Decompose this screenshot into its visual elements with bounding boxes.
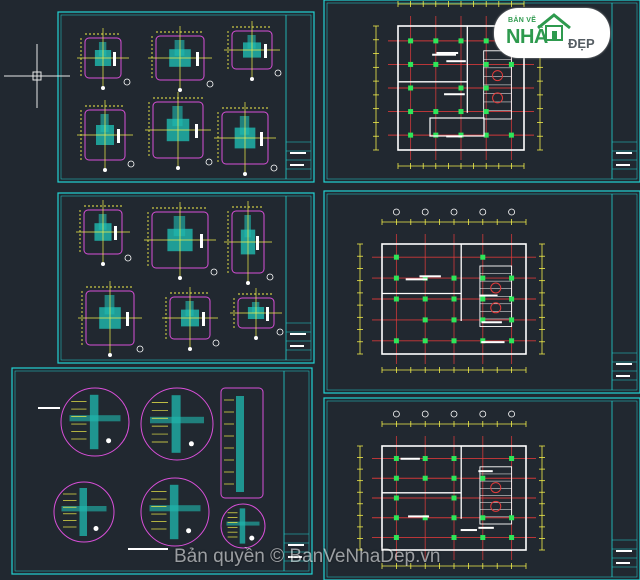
logo-small-text: BẢN VẼ (508, 17, 537, 24)
section-circle (53, 481, 115, 543)
copyright-watermark: Bản quyền © BanVeNhaDep.vn (174, 546, 441, 567)
logo-big-text: NHÀ (506, 26, 548, 48)
sheet-frame (323, 0, 640, 183)
sheet-frame (57, 192, 315, 364)
sheet-frame (323, 190, 640, 394)
sheet-column-details-1 (57, 11, 315, 183)
sheet-floor-plan-3 (323, 397, 640, 580)
wall-section-detail (220, 387, 264, 499)
section-circle (140, 477, 210, 547)
logo-suffix-text: ĐẸP (568, 36, 595, 51)
plan-walls (381, 445, 527, 551)
site-logo: BẢN VẼ NHÀ ĐẸP (494, 8, 610, 58)
sheet-frame (11, 367, 313, 575)
section-circle (220, 503, 266, 549)
plan-walls (397, 25, 525, 151)
sheet-floor-plan-1 (323, 0, 640, 183)
crosshair-cursor-icon (4, 44, 70, 108)
sheet-frame (323, 397, 640, 580)
section-circle (140, 387, 214, 461)
sheet-section-details (11, 367, 313, 575)
section-circle (60, 387, 130, 457)
sheet-frame (57, 11, 315, 183)
sheet-floor-plan-2 (323, 190, 640, 394)
house-icon (537, 13, 571, 41)
plan-walls (381, 243, 527, 355)
sheet-column-details-2 (57, 192, 315, 364)
